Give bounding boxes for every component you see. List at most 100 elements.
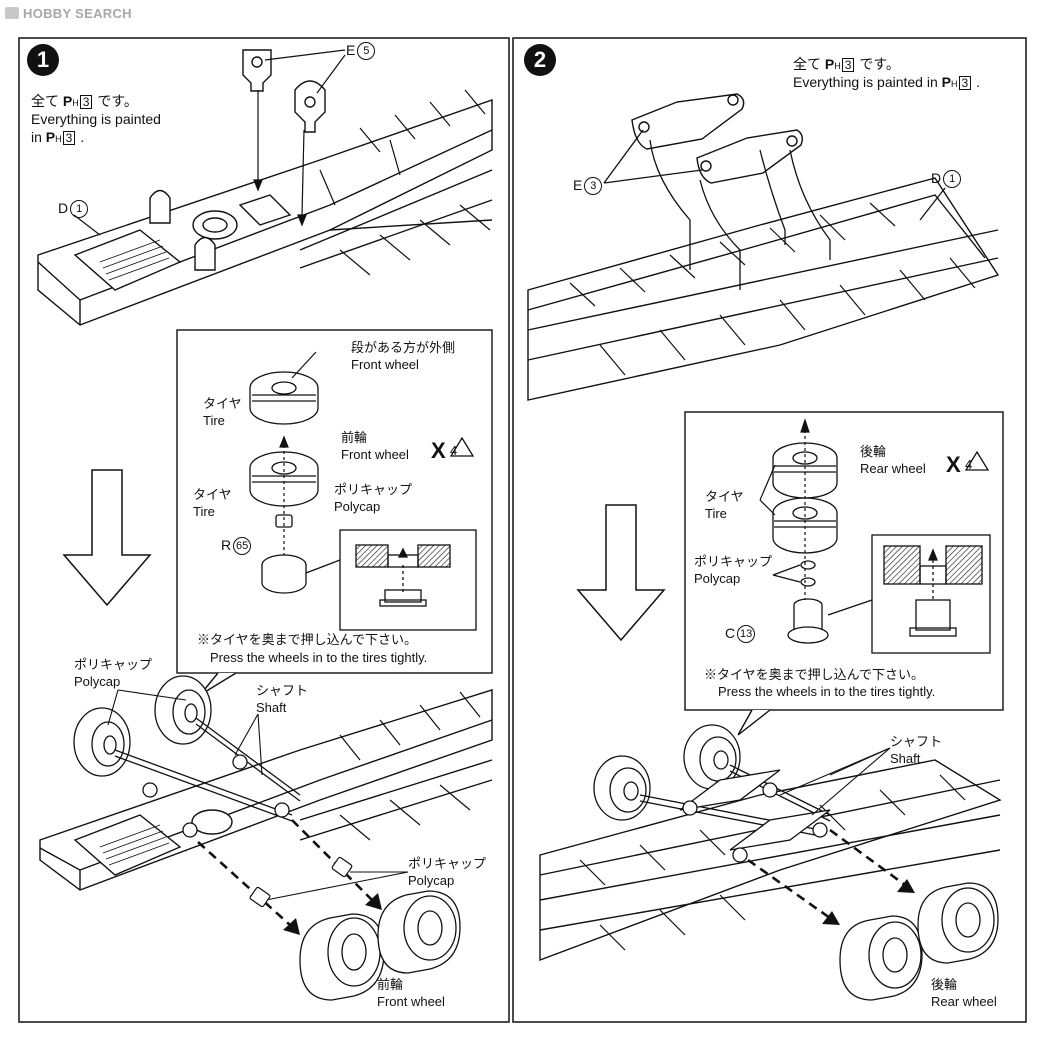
part-e5-brackets xyxy=(242,49,326,133)
step2-cross-section xyxy=(827,534,991,654)
inset2-polycap-jp: ポリキャップ xyxy=(694,554,773,569)
step2-paint-jp: 全て xyxy=(793,56,821,72)
step1-number: 1 xyxy=(36,47,50,72)
step1-inset-tires xyxy=(249,371,319,594)
step1-lower-polycap2-jp: ポリキャップ xyxy=(408,856,487,871)
paint-code-sub-3: H xyxy=(834,61,841,71)
part-e3-brackets xyxy=(631,93,804,184)
part-d1-letter: D xyxy=(58,200,69,216)
step1-lower-front-jp: 前輪 xyxy=(377,977,404,992)
inset2-rear-en: Rear wheel xyxy=(860,461,926,476)
step2-arrowhead-1 xyxy=(822,911,840,925)
step1-paint-jp: 全て xyxy=(31,93,59,109)
paint-code-number-4: 3 xyxy=(958,76,972,90)
step1-lower-shaft-jp: シャフト xyxy=(256,683,309,698)
inset1-press-en: Press the wheels in to the tires tightly… xyxy=(210,650,428,665)
e5-leader-lines xyxy=(73,49,346,236)
step1-paint-in: in xyxy=(31,129,42,145)
inset2-quantity-num: 4 xyxy=(965,457,973,472)
inset1-tire-en-1: Tire xyxy=(203,413,225,428)
step2-number: 2 xyxy=(533,47,547,72)
step2-lower-shaft-en: Shaft xyxy=(890,751,921,766)
step1-polycaps-loose xyxy=(249,856,353,908)
part-d1-number: 1 xyxy=(70,200,89,219)
e3-leader-lines xyxy=(603,129,946,290)
step1-down-arrow xyxy=(62,469,152,607)
inset2-press-jp: ※タイヤを奥まで押し込んで下さい。 xyxy=(704,667,924,682)
paint-code-sub: H xyxy=(72,98,79,108)
inset2-polycap-en: Polycap xyxy=(694,571,741,586)
part-r65-number: 65 xyxy=(233,537,252,556)
step2-panel-border xyxy=(512,37,1027,1023)
inset2-quantity: X xyxy=(946,451,989,476)
step2-dashed-arrows xyxy=(747,828,906,920)
step2-chassis-upper xyxy=(527,177,1000,401)
paint-code-sub-4: H xyxy=(951,79,958,89)
part-e3-number: 3 xyxy=(584,177,603,196)
part-d1-number-2: 1 xyxy=(943,170,962,189)
triangle-icon-2 xyxy=(964,451,989,471)
step1-lower-front-en: Front wheel xyxy=(377,994,445,1009)
brand-logo-icon xyxy=(5,7,19,19)
step2-chassis-lower xyxy=(539,759,1002,962)
paint-code-number: 3 xyxy=(79,95,93,109)
paint-code-2: PH xyxy=(46,129,62,145)
step1-lower-polycap-en: Polycap xyxy=(74,674,121,689)
inset1-tire-jp-1: タイヤ xyxy=(203,396,242,411)
step1-lower-polycap-jp: ポリキャップ xyxy=(74,657,153,672)
part-d1-letter-2: D xyxy=(931,170,942,186)
step2-loose-wheels xyxy=(839,882,999,1001)
step2-paint-en: Everything is painted in xyxy=(793,74,938,90)
step1-loose-wheels xyxy=(299,890,461,1001)
inset1-tire-jp-2: タイヤ xyxy=(193,487,232,502)
inset2-tire-en: Tire xyxy=(705,506,727,521)
brand-name: HOBBY SEARCH xyxy=(23,6,132,21)
paint-code-number-2: 3 xyxy=(62,131,76,145)
step2-shaft-assembly xyxy=(593,724,831,863)
step1-lower-polycap2-en: Polycap xyxy=(408,873,455,888)
inset1-quantity: X xyxy=(431,437,474,462)
quantity-x: X xyxy=(431,438,446,463)
inset1-note-jp: 段がある方が外側 xyxy=(351,340,456,355)
brand-watermark: HOBBY SEARCH xyxy=(5,6,132,21)
paint-code-3: PH xyxy=(825,56,841,72)
step1-shaft-assembly xyxy=(73,675,301,838)
inset1-polycap-jp: ポリキャップ xyxy=(334,482,413,497)
inset2-rear-jp: 後輪 xyxy=(860,444,887,459)
step2-inset-arrow xyxy=(759,418,810,600)
step1-inset-box xyxy=(176,329,493,696)
paint-code-number-3: 3 xyxy=(841,58,855,72)
step2-arrowhead-2 xyxy=(897,879,915,893)
step2-paint-jp-tail: です。 xyxy=(859,56,900,72)
step2-lower-shaft-jp: シャフト xyxy=(890,734,943,749)
inset1-polycap-en: Polycap xyxy=(334,499,381,514)
step1-arrowhead-2 xyxy=(365,893,382,910)
quantity-x-2: X xyxy=(946,452,961,477)
inset2-press-en: Press the wheels in to the tires tightly… xyxy=(718,684,936,699)
step2-leader-lines xyxy=(779,747,891,816)
step1-dashed-arrows xyxy=(197,819,373,926)
paint-code: PH xyxy=(63,93,79,109)
step1-cross-section xyxy=(305,529,477,631)
inset1-quantity-num: 4 xyxy=(450,443,458,458)
part-r65-letter: R xyxy=(221,537,232,553)
step1-lower-shaft-en: Shaft xyxy=(256,700,287,715)
step2-down-arrow xyxy=(576,504,666,642)
step1-chassis-lower xyxy=(39,689,493,891)
inset1-note-en: Front wheel xyxy=(351,357,419,372)
inset2-tire-jp: タイヤ xyxy=(705,489,744,504)
inset1-front-en: Front wheel xyxy=(341,447,409,462)
inset1-front-jp: 前輪 xyxy=(341,430,368,445)
part-e5-number: 5 xyxy=(357,42,376,61)
paint-code-letter-4: P xyxy=(941,74,951,90)
part-e5-letter: E xyxy=(346,42,356,58)
part-e3-letter: E xyxy=(573,177,583,193)
